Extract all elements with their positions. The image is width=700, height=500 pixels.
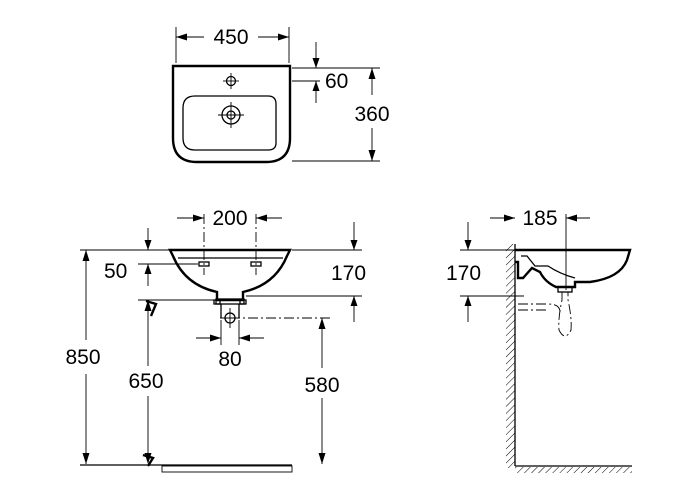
front-view-wall-bracket: [145, 299, 158, 317]
side-view: 185 170: [446, 207, 632, 473]
top-depth-label: 360: [354, 103, 389, 126]
front-height-label: 170: [331, 262, 366, 285]
top-tap-offset-label: 60: [325, 70, 348, 93]
top-width-label: 450: [213, 26, 248, 49]
front-bracket-height-label: 650: [128, 370, 163, 393]
top-view-bowl-outline: [182, 95, 277, 151]
front-waste-height-label: 580: [304, 374, 339, 397]
front-rim-height-label: 850: [65, 346, 100, 369]
side-view-wall: [506, 244, 515, 468]
front-tap-drop-label: 50: [104, 260, 127, 283]
front-view: 200 80 850 50: [65, 207, 366, 473]
front-waste-width-label: 80: [218, 348, 241, 371]
side-projection-label: 185: [522, 207, 557, 230]
side-height-label: 170: [446, 262, 481, 285]
side-view-basin-profile: [515, 248, 632, 289]
top-view: 450 60 360: [171, 26, 390, 164]
front-tap-spacing-label: 200: [212, 207, 247, 230]
top-view-basin-outline: [171, 64, 292, 164]
side-view-bottle-trap: [558, 292, 572, 337]
